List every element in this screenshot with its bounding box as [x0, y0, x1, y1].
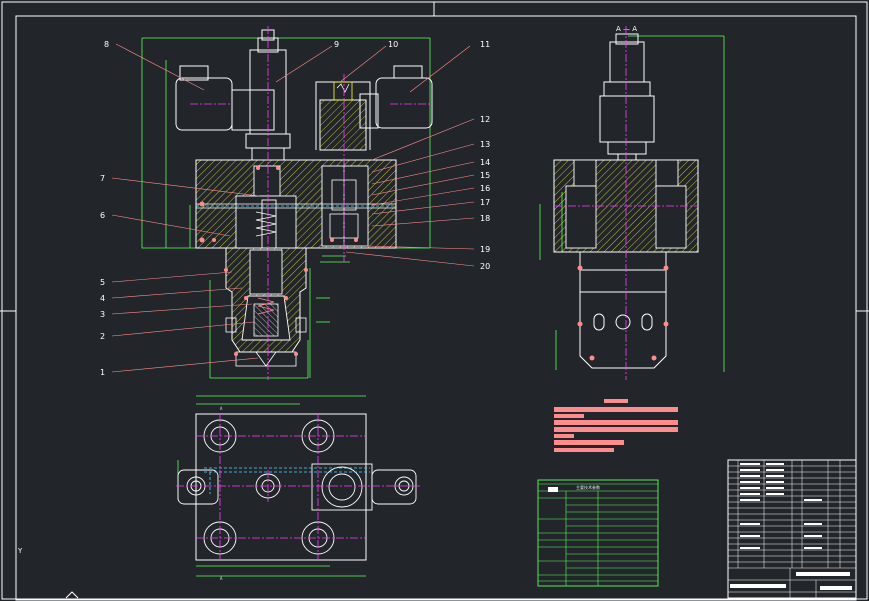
part-label-12: 12 [480, 115, 490, 124]
part-label-18: 18 [480, 214, 490, 223]
view-marker-top: A [220, 406, 223, 411]
part-label-6: 6 [100, 211, 105, 220]
part-label-19: 19 [480, 245, 490, 254]
part-label-11: 11 [480, 40, 490, 49]
part-label-2: 2 [100, 332, 105, 341]
part-label-10: 10 [388, 40, 398, 49]
part-label-9: 9 [334, 40, 339, 49]
ucs-icon: Y [17, 547, 79, 599]
part-label-16: 16 [480, 184, 490, 193]
part-label-1: 1 [100, 368, 105, 377]
top-view: A A [176, 395, 420, 581]
side-section-view: A — A [539, 25, 725, 380]
part-label-14: 14 [480, 158, 490, 167]
spec-table: 主要技术参数 [537, 479, 659, 587]
part-label-3: 3 [100, 310, 105, 319]
part-label-13: 13 [480, 140, 490, 149]
ucs-axis-label: Y [17, 547, 23, 555]
front-section-view [111, 26, 475, 380]
part-label-5: 5 [100, 278, 105, 287]
part-label-15: 15 [480, 171, 490, 180]
part-number-labels: 8 9 10 11 12 13 14 15 16 17 18 19 20 7 6… [100, 40, 490, 377]
spec-table-title: 主要技术参数 [576, 484, 600, 490]
part-label-20: 20 [480, 262, 490, 271]
title-block [727, 459, 857, 599]
part-label-17: 17 [480, 198, 490, 207]
view-marker-bottom: A [220, 576, 223, 581]
part-label-4: 4 [100, 294, 105, 303]
part-label-7: 7 [100, 174, 105, 183]
technical-notes [554, 399, 678, 452]
part-label-8: 8 [104, 40, 109, 49]
section-title: A — A [616, 25, 637, 33]
